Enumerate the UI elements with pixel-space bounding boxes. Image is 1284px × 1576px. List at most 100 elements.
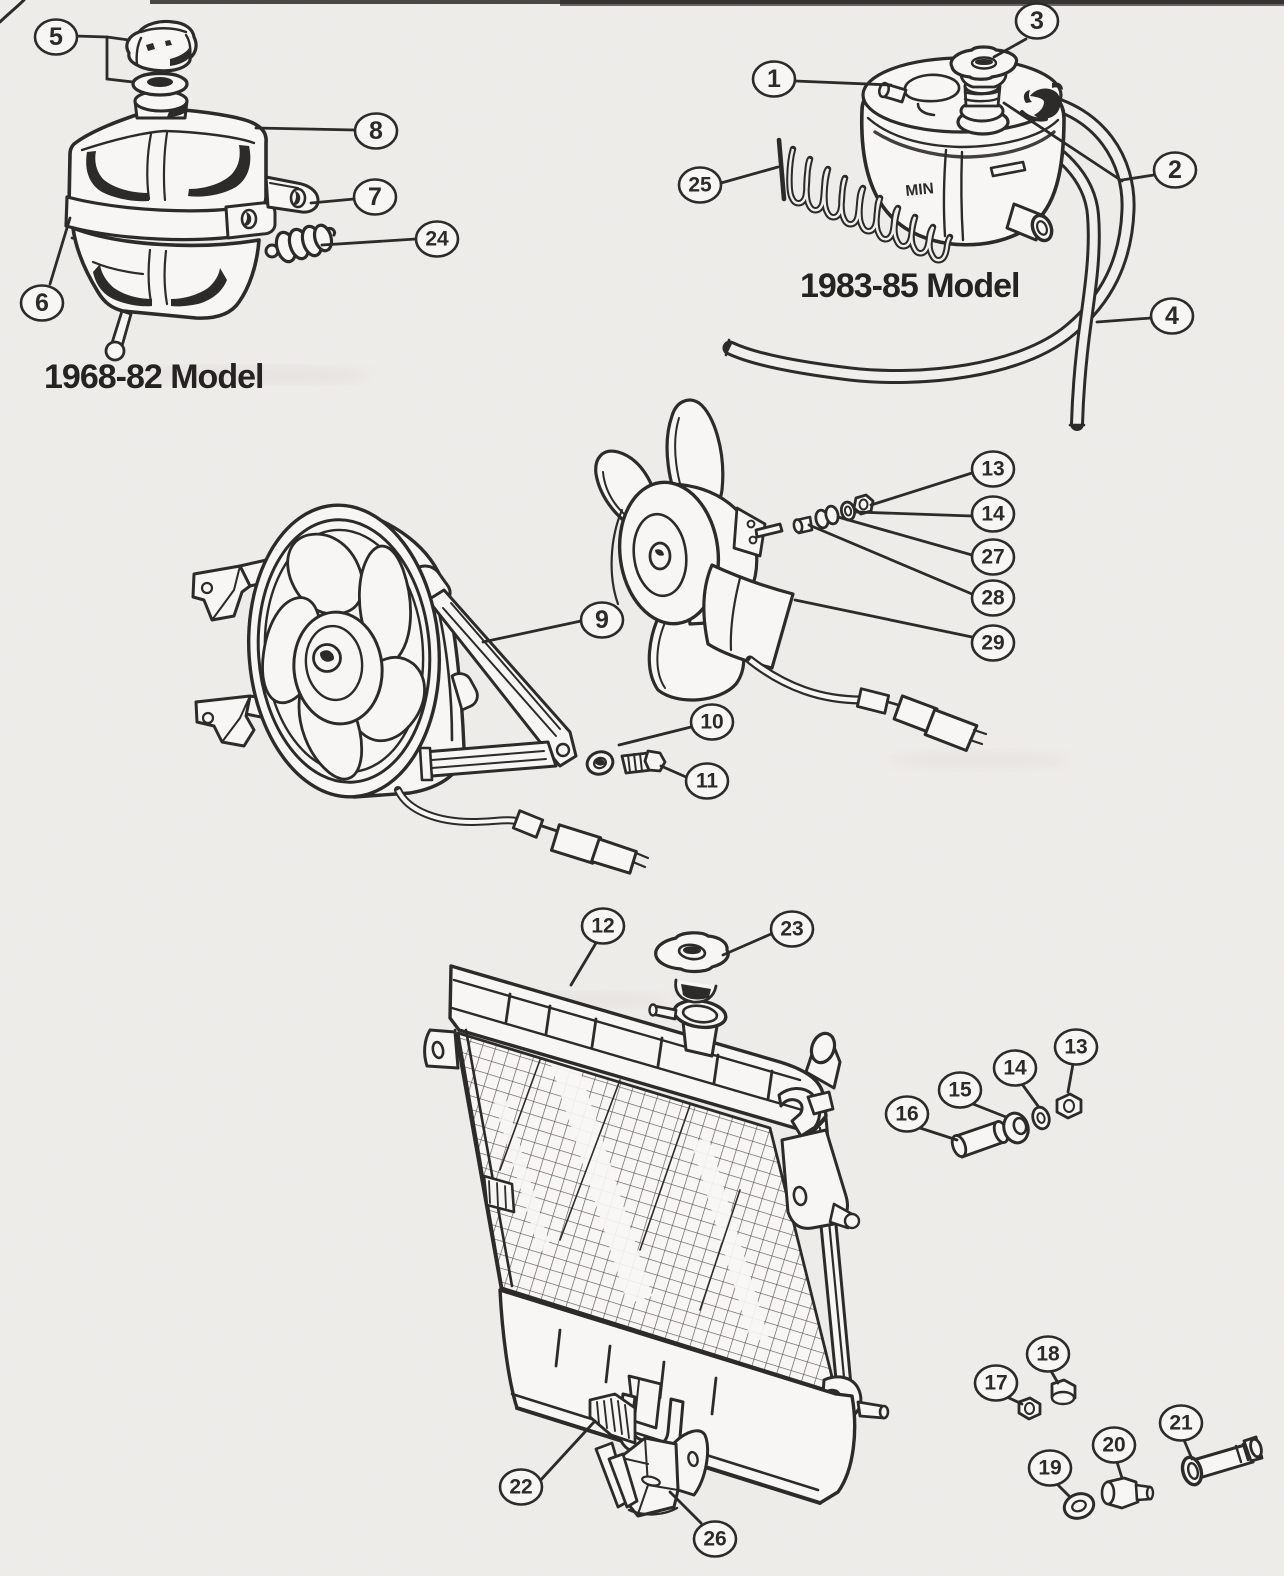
motor-front <box>610 480 721 626</box>
callout-4: 4 <box>1149 297 1195 335</box>
callout-number: 22 <box>509 1476 532 1499</box>
leader-line-17 <box>1005 1395 1024 1406</box>
leader-line-2 <box>1120 173 1156 182</box>
expansion-tank-cap <box>125 19 198 73</box>
leader-line-25 <box>719 165 780 185</box>
callout-5: 5 <box>33 18 79 56</box>
leader-line-29 <box>793 598 974 639</box>
callout-number: 26 <box>703 1528 726 1551</box>
radiator-upper-hinge <box>777 1087 861 1230</box>
leader-line-2 <box>1002 101 1124 183</box>
tank-min-marking: MIN <box>905 180 935 200</box>
leader-line-23 <box>721 932 773 957</box>
callout-11: 11 <box>684 762 730 800</box>
radiator-filler-neck <box>648 998 728 1058</box>
shaft-hardware <box>792 493 875 535</box>
leader-line-24 <box>320 237 418 247</box>
callout-number: 25 <box>688 174 712 197</box>
leader-line-9 <box>481 619 583 644</box>
callout-number: 8 <box>369 117 383 145</box>
callout-number: 19 <box>1038 1457 1061 1480</box>
callout-number: 14 <box>1003 1057 1027 1080</box>
callout-13: 13 <box>970 450 1016 488</box>
leader-line-12 <box>569 941 598 987</box>
leader-line-27 <box>836 515 974 557</box>
radiator-left-frame <box>423 1028 516 1291</box>
leader-line-1 <box>793 79 893 87</box>
callout-number: 24 <box>425 228 449 251</box>
callout-number: 6 <box>35 289 49 317</box>
callout-number: 16 <box>895 1103 918 1126</box>
callout-number: 28 <box>981 587 1005 610</box>
bolt <box>620 749 667 775</box>
callout-17: 17 <box>973 1364 1019 1402</box>
leader-line-4 <box>1095 316 1153 324</box>
callout-number: 21 <box>1169 1412 1193 1435</box>
callout-number: 13 <box>1064 1036 1087 1059</box>
engine-fan-wire <box>745 655 988 752</box>
leader-line-13 <box>1066 1062 1075 1094</box>
callout-number: 3 <box>1030 7 1044 35</box>
callout-number: 11 <box>696 770 719 793</box>
leader-line-11 <box>659 764 688 779</box>
leader-line-15 <box>971 1102 1008 1119</box>
leader-line-14 <box>854 510 974 518</box>
model-1968-82-label: 1968-82 Model <box>44 358 263 396</box>
callout-number: 23 <box>780 918 803 941</box>
leader-line-28 <box>807 523 974 596</box>
drain-fitting <box>1100 1476 1155 1510</box>
radiator-top-tank <box>448 964 828 1135</box>
callout-9: 9 <box>579 601 625 639</box>
callout-8: 8 <box>353 112 399 150</box>
fan-hub <box>292 610 384 726</box>
callout-27: 27 <box>970 538 1016 576</box>
radiator-cap <box>654 931 730 1004</box>
bottom-bracket-upper <box>588 1374 685 1459</box>
expansion-tank-1968-82 <box>64 19 336 362</box>
lower-bar <box>418 740 558 782</box>
leader-line-21 <box>1182 1438 1194 1461</box>
callout-10: 10 <box>689 703 735 741</box>
callout-21: 21 <box>1158 1404 1204 1442</box>
leader-line-5 <box>105 77 135 84</box>
callout-16: 16 <box>884 1095 930 1133</box>
callout-29: 29 <box>970 624 1016 662</box>
callout-22: 22 <box>498 1468 544 1506</box>
clamp-spring <box>264 223 336 264</box>
leader-line-10 <box>617 725 693 747</box>
callout-number: 10 <box>700 711 723 734</box>
leader-line-14 <box>1020 1082 1040 1108</box>
callout-14: 14 <box>970 495 1016 533</box>
motor-mount-wedge <box>702 563 795 670</box>
hose-lower <box>1007 123 1101 431</box>
callout-2: 2 <box>1152 151 1198 189</box>
leader-line-6 <box>48 216 72 286</box>
filler-neck <box>133 89 189 120</box>
text-labels: 1968-82 Model 1983-85 Model MIN <box>44 180 1020 396</box>
callout-25: 25 <box>677 166 723 204</box>
callout-15: 15 <box>937 1071 983 1109</box>
callout-number: 15 <box>948 1079 972 1102</box>
leader-line-16 <box>918 1126 959 1142</box>
hose-upper <box>722 92 1136 385</box>
cap-gasket <box>131 71 189 97</box>
callout-number: 27 <box>981 546 1004 569</box>
callout-28: 28 <box>970 579 1016 617</box>
radiator-outlet-pipe <box>804 1031 842 1090</box>
hose-sleeve <box>1180 1435 1264 1487</box>
model-1983-85-label: 1983-85 Model <box>800 267 1019 305</box>
leader-line-5 <box>105 35 131 42</box>
drain-tube <box>104 309 133 362</box>
mounting-bracket <box>264 175 320 214</box>
callout-14: 14 <box>992 1049 1038 1087</box>
engine-fan-blades <box>594 398 746 702</box>
callout-19: 19 <box>1027 1449 1073 1487</box>
callout-12: 12 <box>580 907 626 945</box>
leader-line-3 <box>992 37 1028 59</box>
leader-line-8 <box>254 126 357 132</box>
fan-wire-connector <box>394 786 650 875</box>
callout-24: 24 <box>414 220 460 258</box>
